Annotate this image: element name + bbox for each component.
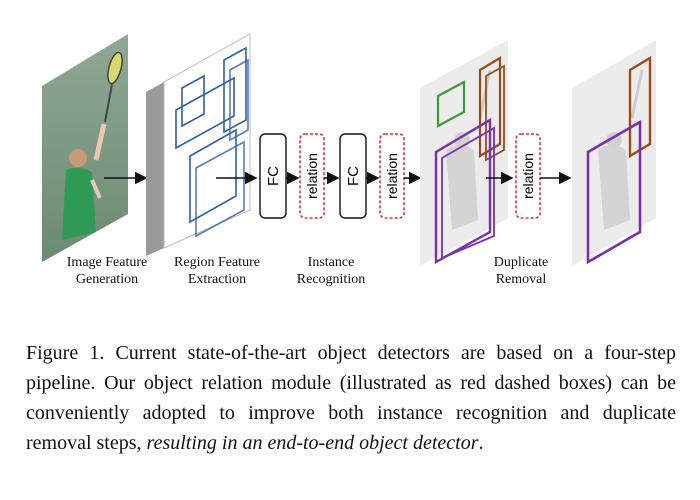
fc-box-2: FC bbox=[339, 133, 367, 219]
relation-box-1: relation bbox=[299, 133, 325, 219]
relation-box-2: relation bbox=[379, 133, 405, 219]
relation-label-3: relation bbox=[520, 153, 536, 199]
fc-box-1: FC bbox=[259, 133, 287, 219]
stage-label-region-feature: Region Feature Extraction bbox=[162, 254, 272, 288]
caption-italic: resulting in an end-to-end object detect… bbox=[146, 432, 479, 454]
input-image bbox=[42, 34, 128, 262]
stage-line: Instance bbox=[307, 255, 355, 270]
detections-after bbox=[572, 40, 656, 266]
stage-line: Duplicate bbox=[493, 255, 549, 270]
pipeline-diagram: FC relation FC relation relation bbox=[42, 33, 656, 266]
stage-line: Generation bbox=[75, 272, 139, 287]
figure-caption: Figure 1. Current state-of-the-art objec… bbox=[26, 338, 676, 458]
relation-label-1: relation bbox=[304, 153, 320, 199]
stage-line: Removal bbox=[495, 272, 547, 287]
stage-label-image-feature: Image Feature Generation bbox=[52, 254, 162, 288]
caption-lead: Figure 1. Current state-of-the-art objec… bbox=[26, 342, 676, 454]
fc-label-2: FC bbox=[345, 166, 362, 186]
stage-line: Image Feature bbox=[66, 255, 148, 270]
detections-before bbox=[420, 40, 508, 266]
feature-map bbox=[146, 33, 251, 256]
stage-line: Extraction bbox=[187, 272, 247, 287]
stage-line: Recognition bbox=[296, 272, 366, 287]
fc-label-1: FC bbox=[265, 166, 282, 186]
stage-line: Region Feature bbox=[174, 255, 260, 270]
relation-label-2: relation bbox=[384, 153, 400, 199]
stage-label-duplicate: Duplicate Removal bbox=[466, 254, 576, 288]
relation-box-3: relation bbox=[515, 133, 541, 219]
caption-tail: . bbox=[478, 432, 484, 454]
stage-label-instance: Instance Recognition bbox=[276, 254, 386, 288]
